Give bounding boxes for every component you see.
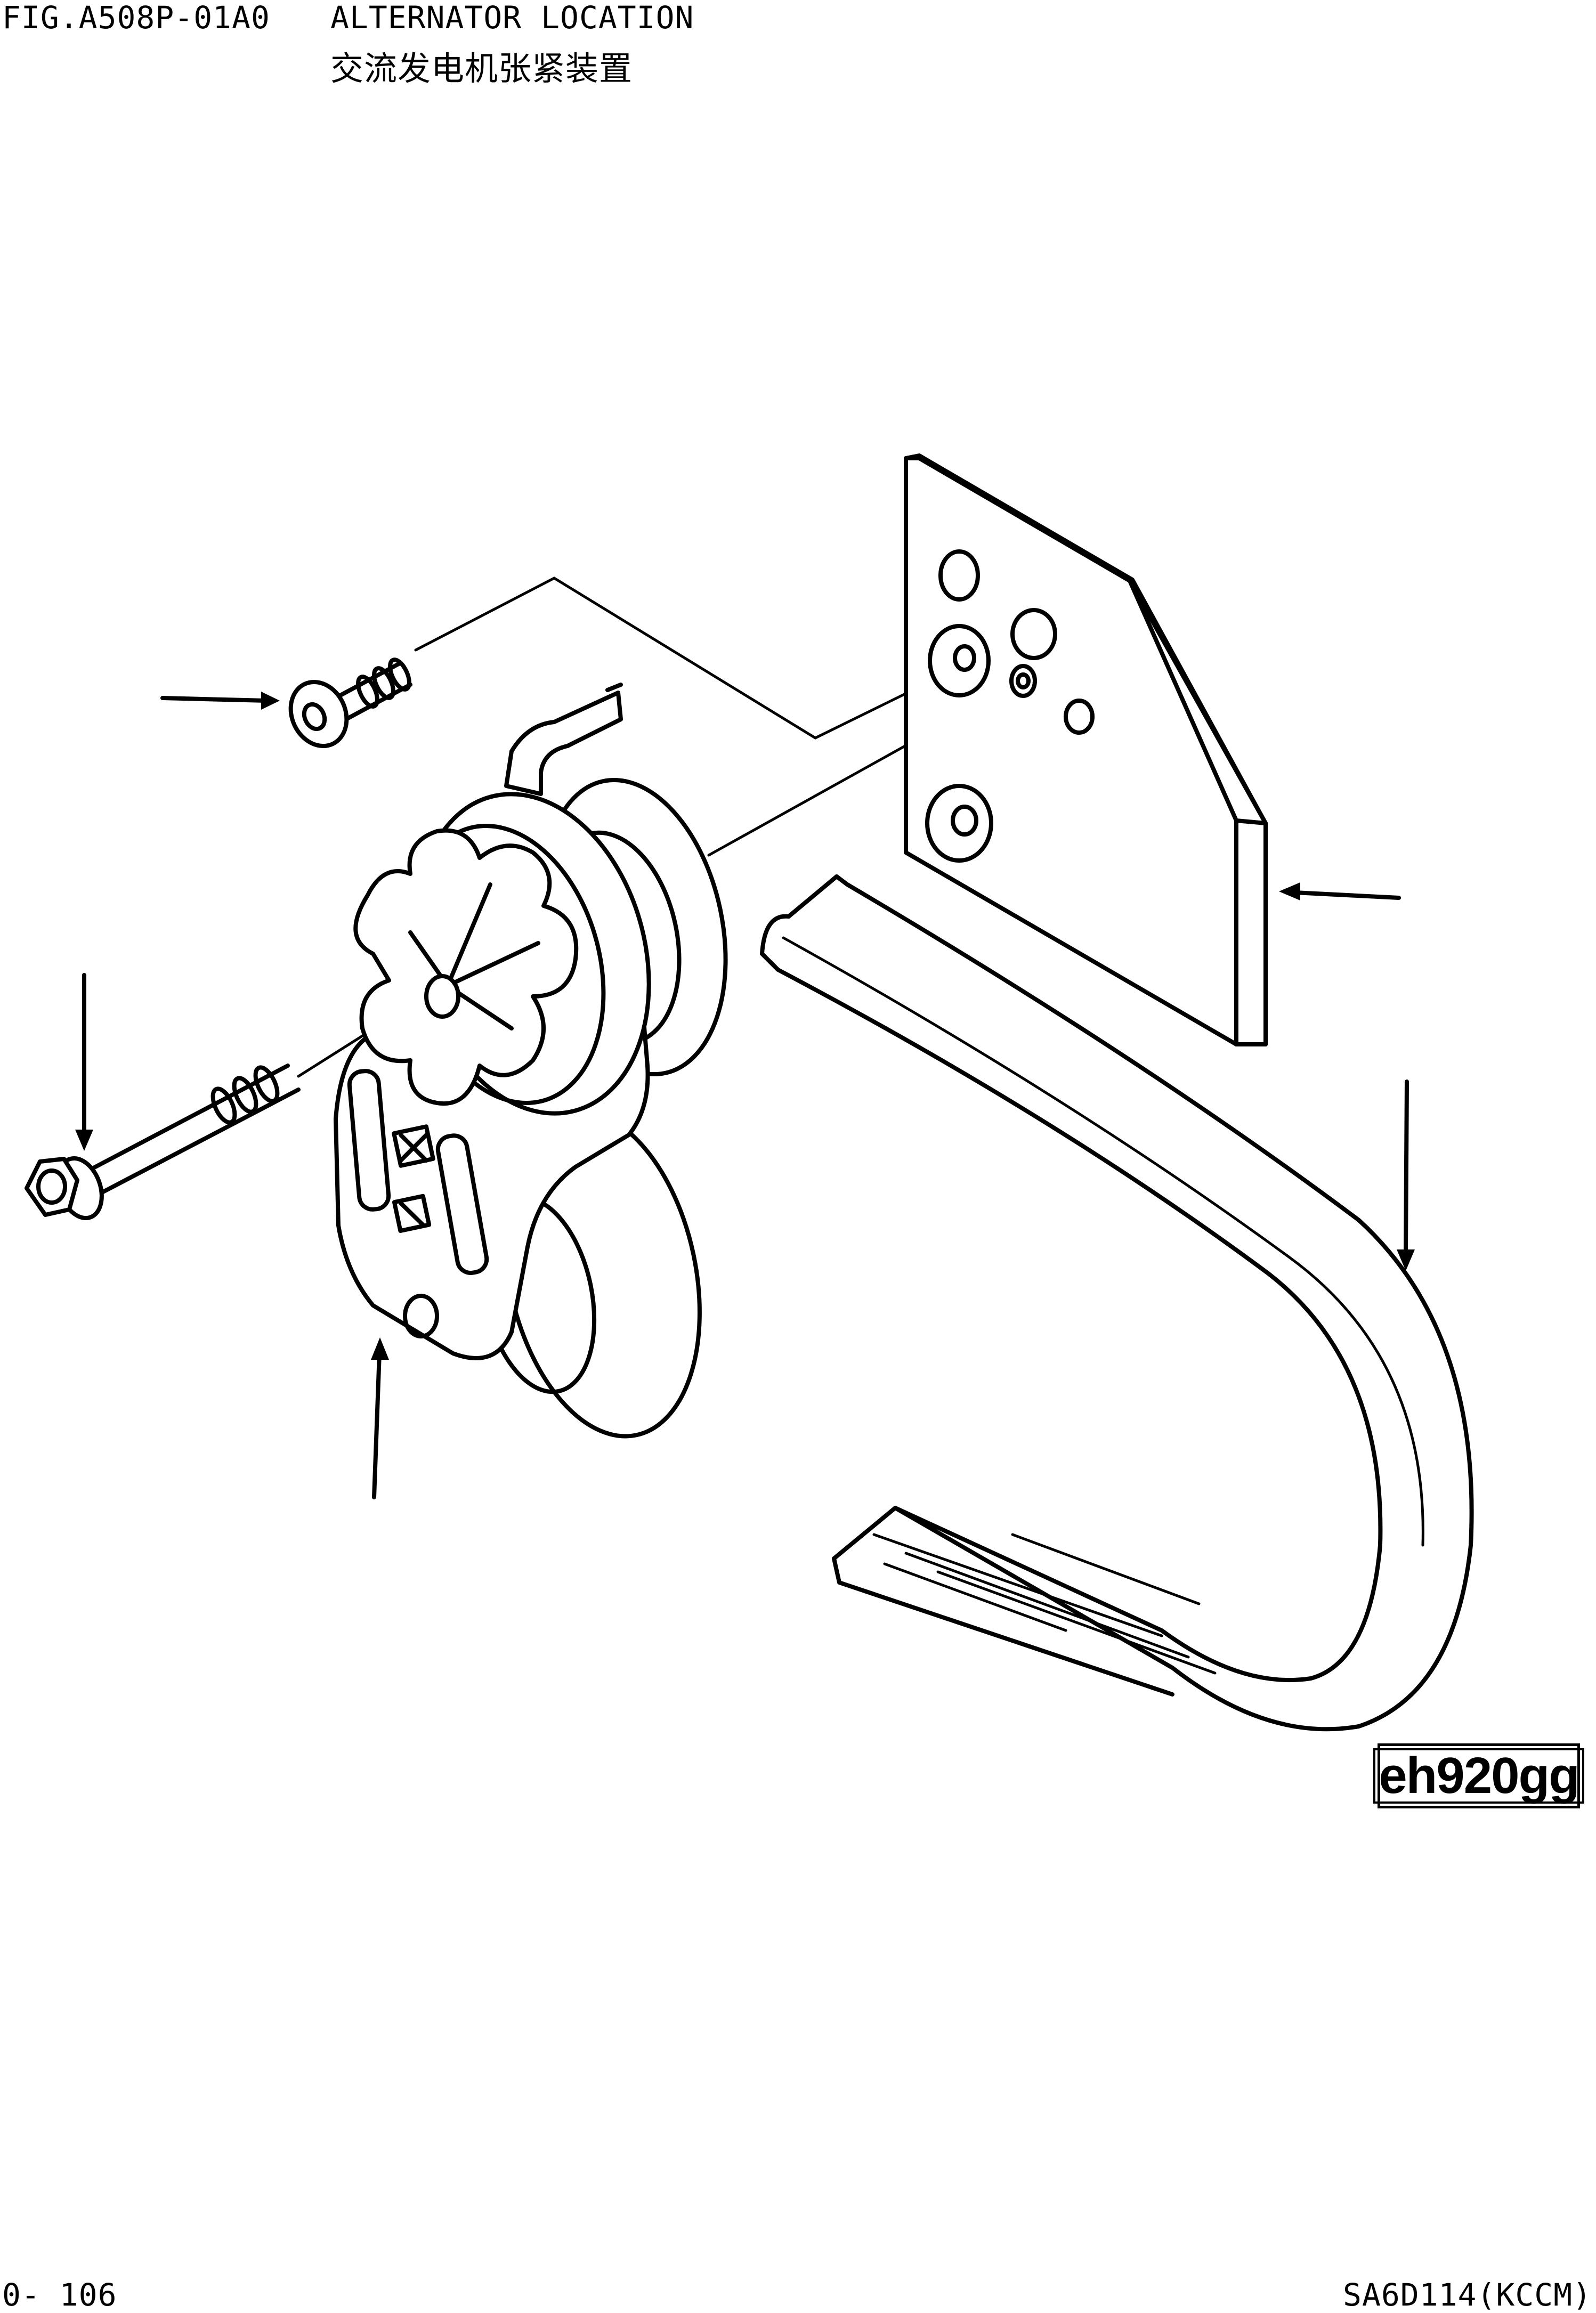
arrow-bolt: [75, 973, 93, 1151]
page-title-english: ALTERNATOR LOCATION: [330, 0, 694, 36]
callout-arrows: [75, 692, 1415, 1499]
flat-head-screw: [288, 658, 412, 749]
figure-reference-code: eh920gg: [1373, 1748, 1584, 1804]
figure-code: FIG.A508P-01A0: [2, 0, 270, 36]
arrow-screw: [160, 692, 280, 710]
hex-bolt: [25, 1064, 301, 1221]
page-number: 0- 106: [2, 2277, 117, 2313]
arrow-belt: [1397, 1080, 1415, 1271]
bracket-plate: [904, 453, 1268, 1046]
tensioner-assembly: [334, 683, 728, 1439]
arrow-bracket: [1279, 882, 1401, 900]
figure-reference-box: eh920gg: [1373, 1743, 1584, 1808]
arrow-tensioner: [371, 1337, 389, 1499]
drive-belt: [760, 874, 1474, 1732]
page-title-chinese: 交流发电机张紧装置: [330, 49, 633, 88]
model-code: SA6D114(KCCM): [1343, 2277, 1592, 2313]
